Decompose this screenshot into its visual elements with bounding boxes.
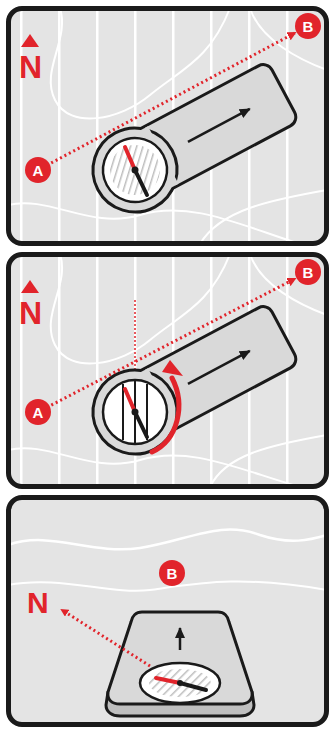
baseplate-compass bbox=[78, 54, 303, 227]
held-compass bbox=[106, 612, 254, 716]
map-ground bbox=[8, 8, 327, 244]
step-panel: NB bbox=[6, 495, 329, 727]
point-marker: A bbox=[25, 157, 51, 183]
compass-needle bbox=[125, 147, 147, 195]
baseplate-compass bbox=[78, 296, 303, 469]
step-panel: N A B bbox=[6, 252, 329, 489]
bearing-line bbox=[51, 33, 295, 163]
point-marker: B bbox=[159, 560, 185, 586]
north-label: N bbox=[19, 297, 42, 329]
north-label: N bbox=[27, 588, 49, 618]
terrain-ground bbox=[8, 497, 327, 725]
point-letter: A bbox=[33, 163, 44, 178]
point-letter: B bbox=[303, 19, 314, 34]
point-letter: A bbox=[33, 405, 44, 420]
north-triangle bbox=[21, 34, 39, 47]
map-ground bbox=[8, 254, 327, 487]
bearing-line bbox=[51, 279, 294, 405]
point-marker: A bbox=[25, 399, 51, 425]
north-pointer bbox=[62, 610, 150, 666]
compass-housing bbox=[103, 380, 167, 444]
point-letter: B bbox=[303, 265, 314, 280]
point-letter: B bbox=[167, 566, 178, 581]
north-triangle bbox=[21, 280, 39, 293]
rotate-arrow bbox=[152, 360, 183, 452]
point-marker: B bbox=[295, 259, 321, 285]
point-marker: B bbox=[295, 13, 321, 39]
north-label: N bbox=[19, 51, 42, 83]
step-panel: N A B bbox=[6, 6, 329, 246]
